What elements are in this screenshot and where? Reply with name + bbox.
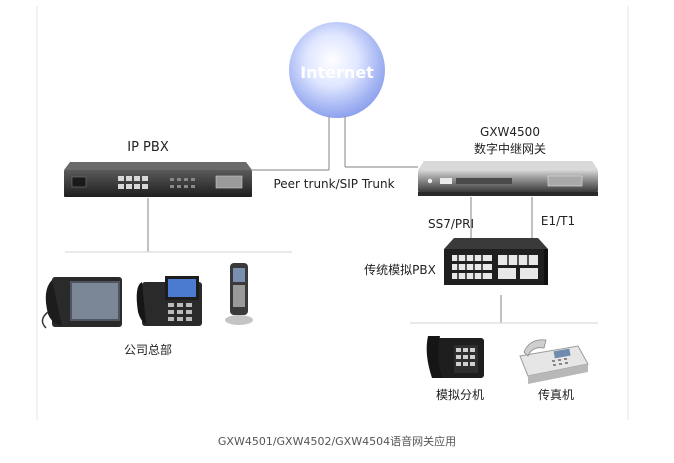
video-phone-icon xyxy=(41,277,122,329)
fax-machine: 传真机 xyxy=(519,339,589,402)
analog-extension-label: 模拟分机 xyxy=(436,388,484,402)
internet-globe-icon xyxy=(289,22,385,118)
figure-caption: GXW4501/GXW4502/GXW4504语音网关应用 xyxy=(218,434,456,448)
ip-desk-phone-icon xyxy=(136,276,202,326)
fax-label: 传真机 xyxy=(538,387,574,402)
ippbx-device: IP PBX xyxy=(64,140,252,197)
connection-lines xyxy=(65,116,598,324)
ss7-pri-label: SS7/PRI xyxy=(428,217,474,231)
hq-label: 公司总部 xyxy=(124,342,172,357)
cordless-phone-icon xyxy=(225,263,253,325)
internet-cloud: Internet xyxy=(289,22,385,118)
ippbx-lcd xyxy=(215,175,243,189)
gateway-device: GXW4500 数字中继网关 xyxy=(418,125,598,196)
gateway-lcd xyxy=(547,175,583,187)
internet-label: Internet xyxy=(300,63,374,82)
legacy-pbx-device: 传统模拟PBX xyxy=(364,238,548,285)
legacy-pbx-label: 传统模拟PBX xyxy=(364,262,436,277)
fax-icon xyxy=(519,339,589,384)
analog-phone-icon xyxy=(426,336,484,378)
ippbx-label: IP PBX xyxy=(127,140,169,155)
gateway-description-label: 数字中继网关 xyxy=(474,141,546,156)
analog-extension: 模拟分机 xyxy=(426,336,484,402)
gateway-model-label: GXW4500 xyxy=(480,125,540,139)
hq-phones: 公司总部 xyxy=(41,263,253,357)
trunk-label: Peer trunk/SIP Trunk xyxy=(273,177,394,191)
e1-t1-label: E1/T1 xyxy=(541,214,575,228)
